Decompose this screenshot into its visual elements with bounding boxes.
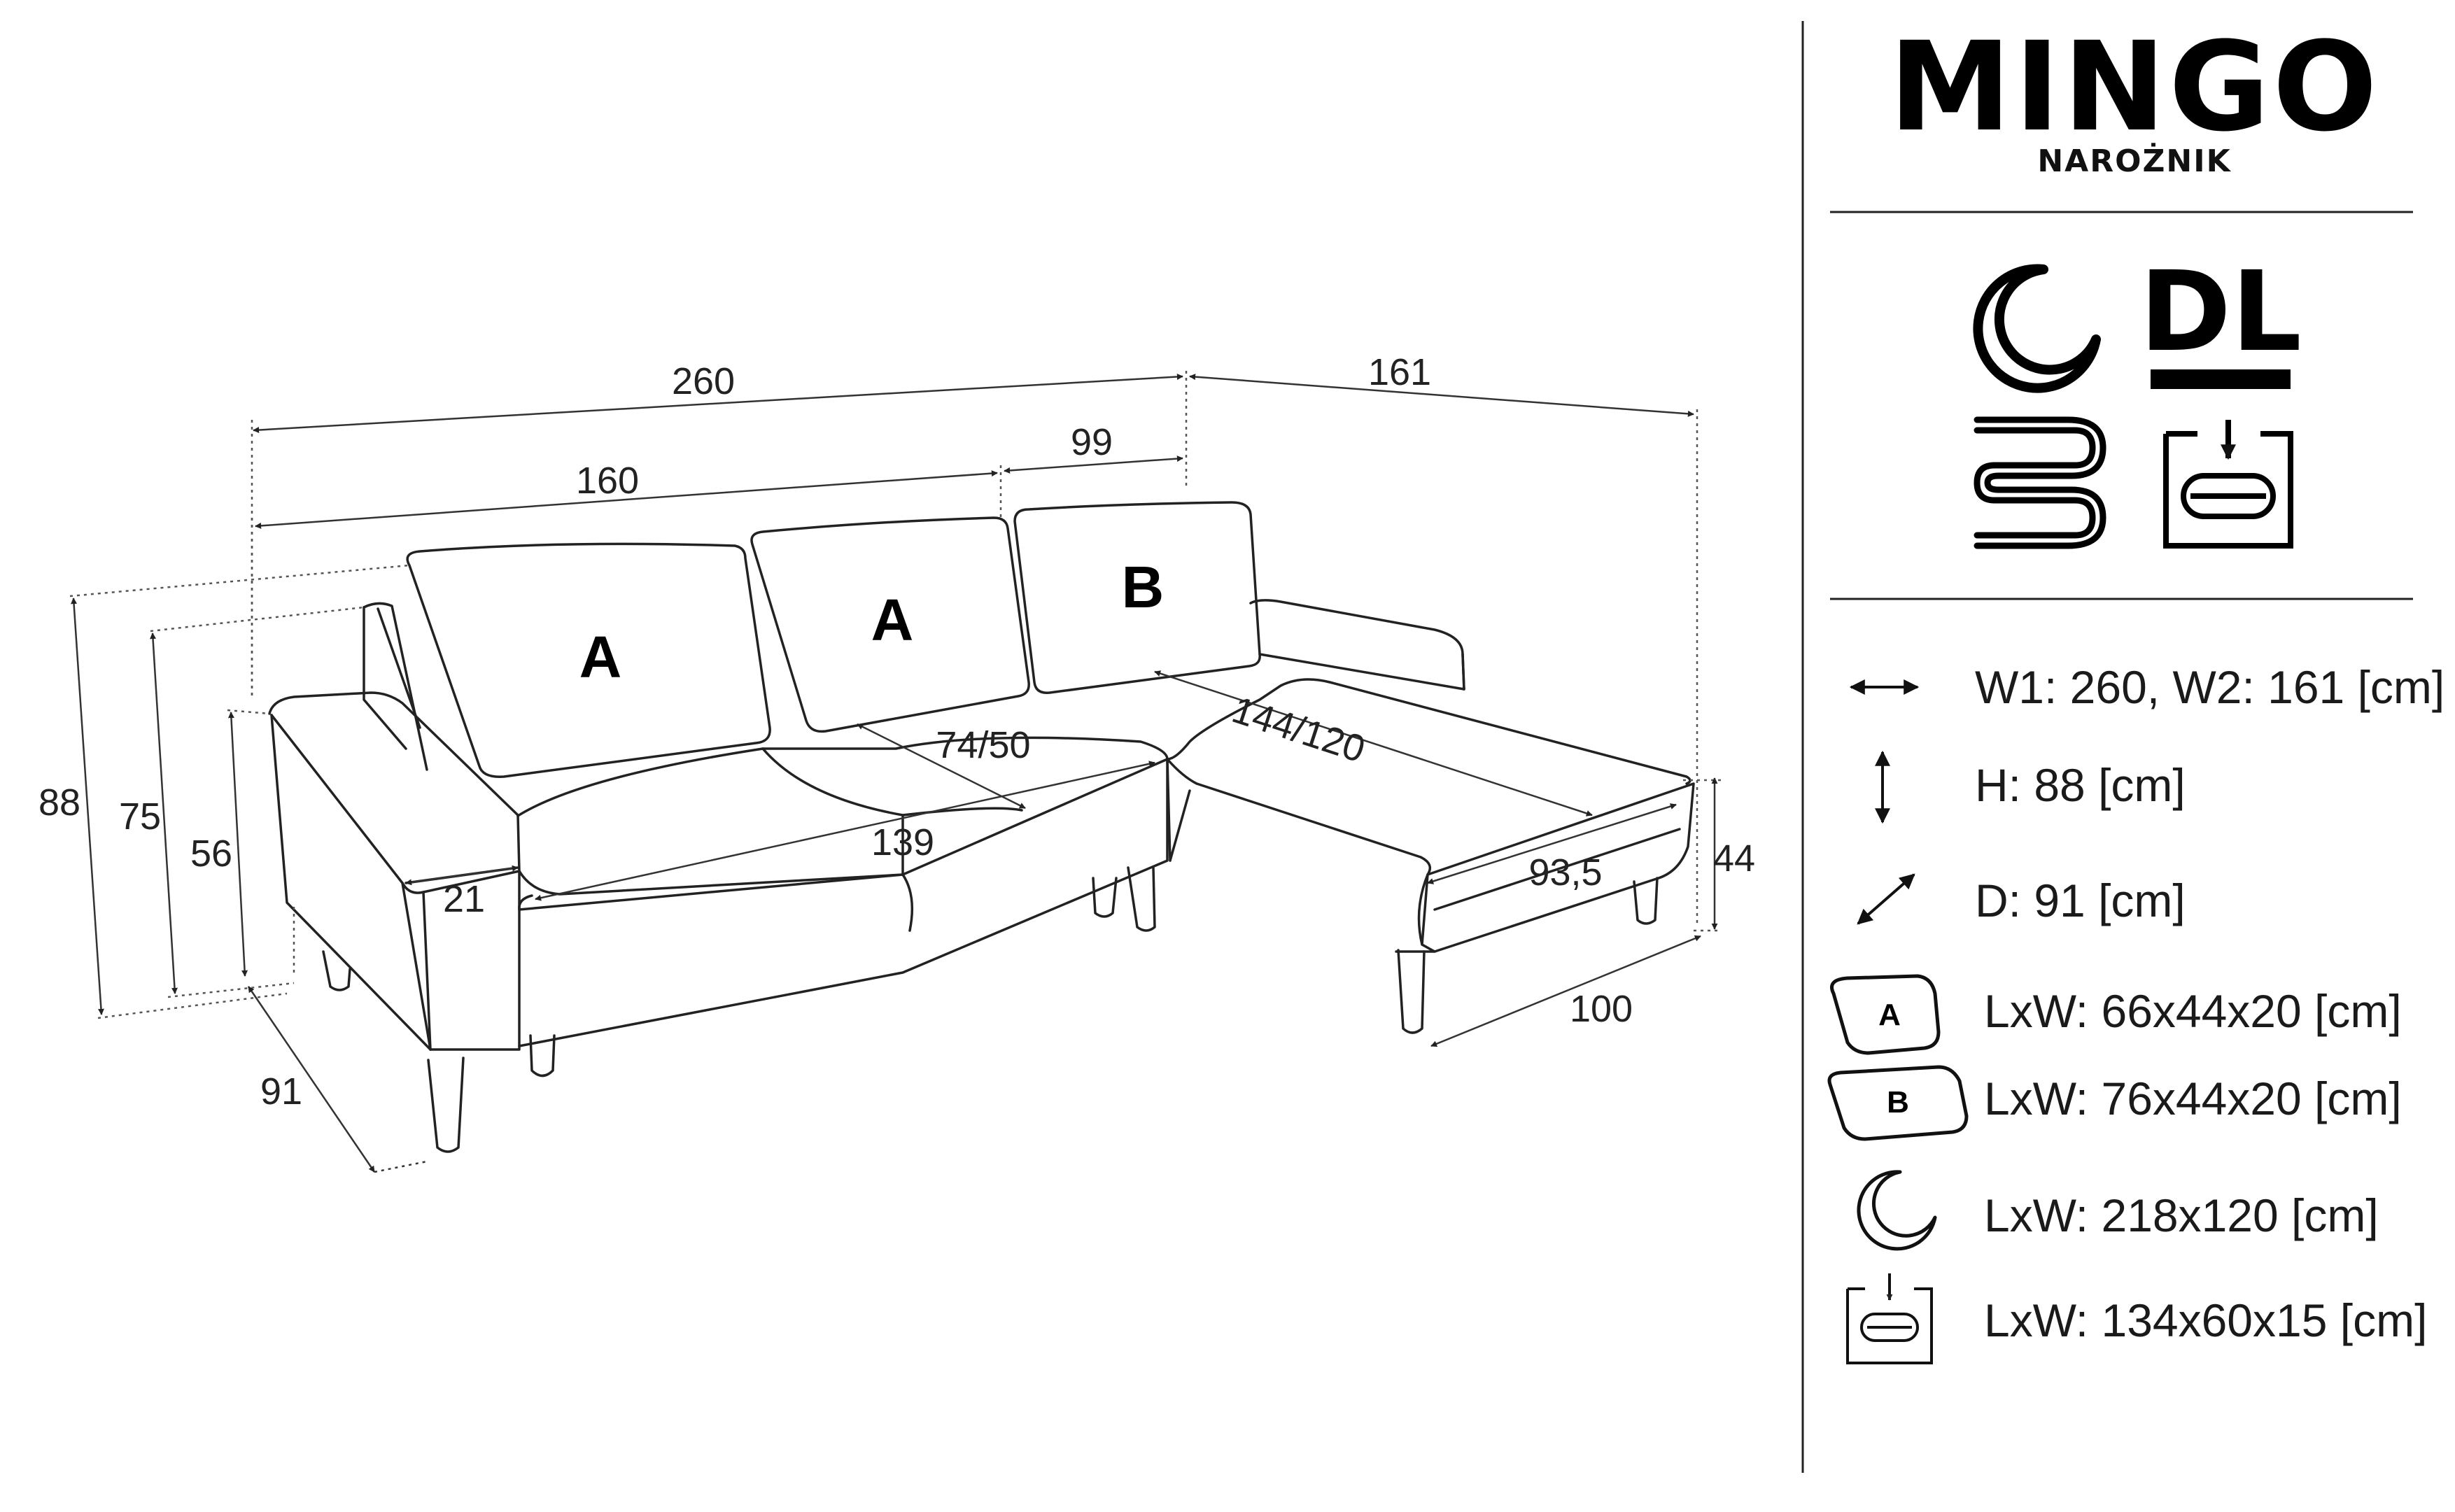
spec-storage: LxW: 134x60x15 [cm]	[1984, 1294, 2427, 1346]
back-cushion-b	[1013, 501, 1261, 694]
dim-line-corner-section	[1004, 455, 1183, 474]
dim-height-total: 88	[38, 782, 80, 824]
dim-total-width: 260	[672, 360, 735, 402]
cushion-label-a-left: A	[579, 624, 622, 690]
dim-line-height-back	[150, 633, 178, 994]
spec-depth: D: 91 [cm]	[1975, 875, 2186, 926]
cushion-label-b: B	[1122, 554, 1165, 620]
cushion-a-icon-letter: A	[1878, 998, 1901, 1032]
dim-chaise-width: 161	[1368, 351, 1431, 393]
dim-height-arm: 56	[190, 833, 232, 875]
cushion-label-a-middle: A	[871, 587, 914, 653]
dimension-lines	[69, 371, 1722, 1173]
dim-line-seat-section	[255, 470, 998, 529]
dim-line-chaise-depth	[1430, 935, 1701, 1047]
sofa-legs	[322, 866, 1659, 1153]
storage-container-icon	[2163, 420, 2293, 549]
spring-icon	[1974, 416, 2106, 549]
dim-line-height-arm	[227, 712, 248, 977]
sleep-function-icon	[1973, 264, 2101, 393]
storage-container-small-icon	[1846, 1273, 1933, 1364]
spec-width: W1: 260, W2: 161 [cm]	[1975, 661, 2445, 713]
left-armrest	[268, 691, 521, 1051]
dim-line-depth	[247, 986, 376, 1173]
dim-chaise-length: 144/120	[1227, 688, 1370, 770]
dim-seat-length: 139	[871, 821, 934, 863]
sofa-back-frame	[363, 602, 428, 771]
product-type: NAROŻNIK	[2037, 142, 2231, 179]
dim-chaise-seat-width: 93,5	[1528, 852, 1602, 893]
dimension-labels: 260 161 160 99 88 75 56 44 91 21 139 74/…	[38, 351, 1755, 1112]
spec-sleep-area: LxW: 218x120 [cm]	[1984, 1189, 2379, 1241]
sleep-function-small-icon	[1857, 1170, 1937, 1251]
info-panel: MINGO NAROŻNIK DL	[1801, 15, 2445, 1473]
dim-line-seat-length	[535, 761, 1155, 901]
dl-badge: DL	[2139, 248, 2302, 389]
dim-height-back: 75	[119, 796, 161, 838]
seat-base	[518, 758, 1172, 1047]
dim-seat-section: 160	[576, 460, 639, 502]
dim-depth: 91	[260, 1071, 302, 1112]
product-name: MINGO	[1889, 15, 2380, 159]
dim-chaise-height: 44	[1713, 838, 1755, 879]
dim-armrest-width: 21	[443, 878, 485, 920]
cushion-b-icon-letter: B	[1887, 1085, 1909, 1119]
sofa-drawing	[268, 501, 1695, 1153]
dim-line-chaise-width	[1189, 374, 1694, 417]
cushion-b-icon: B	[1827, 1065, 1969, 1141]
dim-line-seat-depth	[857, 723, 1026, 810]
dim-line-chaise-length	[1154, 670, 1593, 817]
chaise-longue	[1166, 599, 1695, 953]
dim-line-chaise-seat-width	[1427, 803, 1677, 884]
cushion-labels: A A B	[579, 554, 1165, 690]
dim-line-total-width	[253, 373, 1183, 434]
dl-badge-text: DL	[2139, 248, 2302, 376]
dim-corner-section: 99	[1071, 421, 1113, 463]
cushion-a-icon: A	[1830, 974, 1941, 1055]
spec-height: H: 88 [cm]	[1975, 759, 2186, 811]
dim-line-height-total	[71, 598, 104, 1015]
dim-seat-depth: 74/50	[936, 724, 1030, 766]
dim-line-armrest	[405, 865, 519, 886]
extension-lines	[69, 371, 1722, 1019]
depth-arrow-icon	[1857, 873, 1915, 925]
spec-cushion-b: LxW: 76x44x20 [cm]	[1984, 1073, 2402, 1124]
spec-cushion-a: LxW: 66x44x20 [cm]	[1984, 985, 2402, 1037]
dim-chaise-depth: 100	[1570, 988, 1633, 1030]
